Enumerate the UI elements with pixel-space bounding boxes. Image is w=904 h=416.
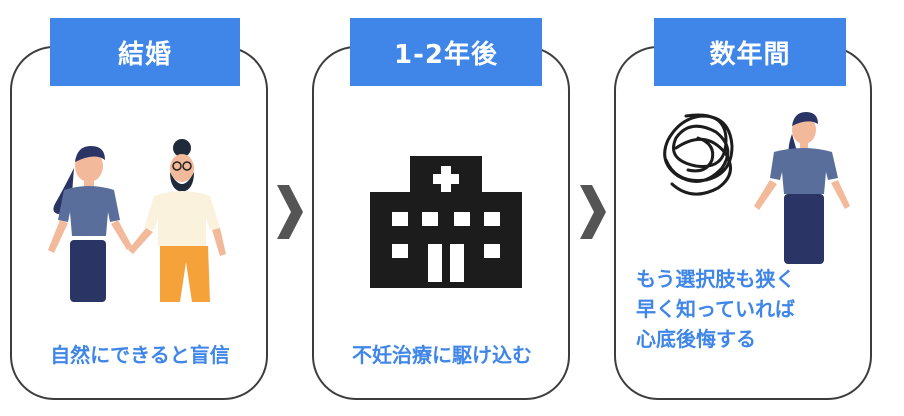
step-1-title: 結婚 bbox=[50, 18, 240, 86]
step-3-caption-line-2: 早く知っていれば bbox=[636, 297, 795, 321]
woman-figure bbox=[48, 146, 132, 302]
step-card-1 bbox=[10, 46, 268, 400]
hospital-icon bbox=[370, 156, 522, 288]
step-2-caption: 不妊治療に駆け込む bbox=[352, 343, 532, 367]
woman-figure bbox=[754, 112, 850, 264]
step-1-caption: 自然にできると盲信 bbox=[50, 343, 230, 367]
step-2-title: 1-2年後 bbox=[350, 18, 542, 86]
step-3-title: 数年間 bbox=[654, 18, 846, 86]
step-3-caption: もう選択肢も狭く 早く知っていれば 心底後悔する bbox=[636, 264, 866, 354]
couple-illustration bbox=[34, 138, 234, 308]
worried-woman-illustration bbox=[646, 108, 856, 268]
step-3-caption-line-1: もう選択肢も狭く bbox=[636, 267, 796, 291]
scribble-icon bbox=[663, 113, 734, 196]
chevron-right-icon bbox=[578, 183, 608, 241]
man-figure bbox=[128, 139, 226, 302]
chevron-right-icon bbox=[275, 183, 305, 241]
step-3-caption-line-3: 心底後悔する bbox=[636, 327, 756, 351]
